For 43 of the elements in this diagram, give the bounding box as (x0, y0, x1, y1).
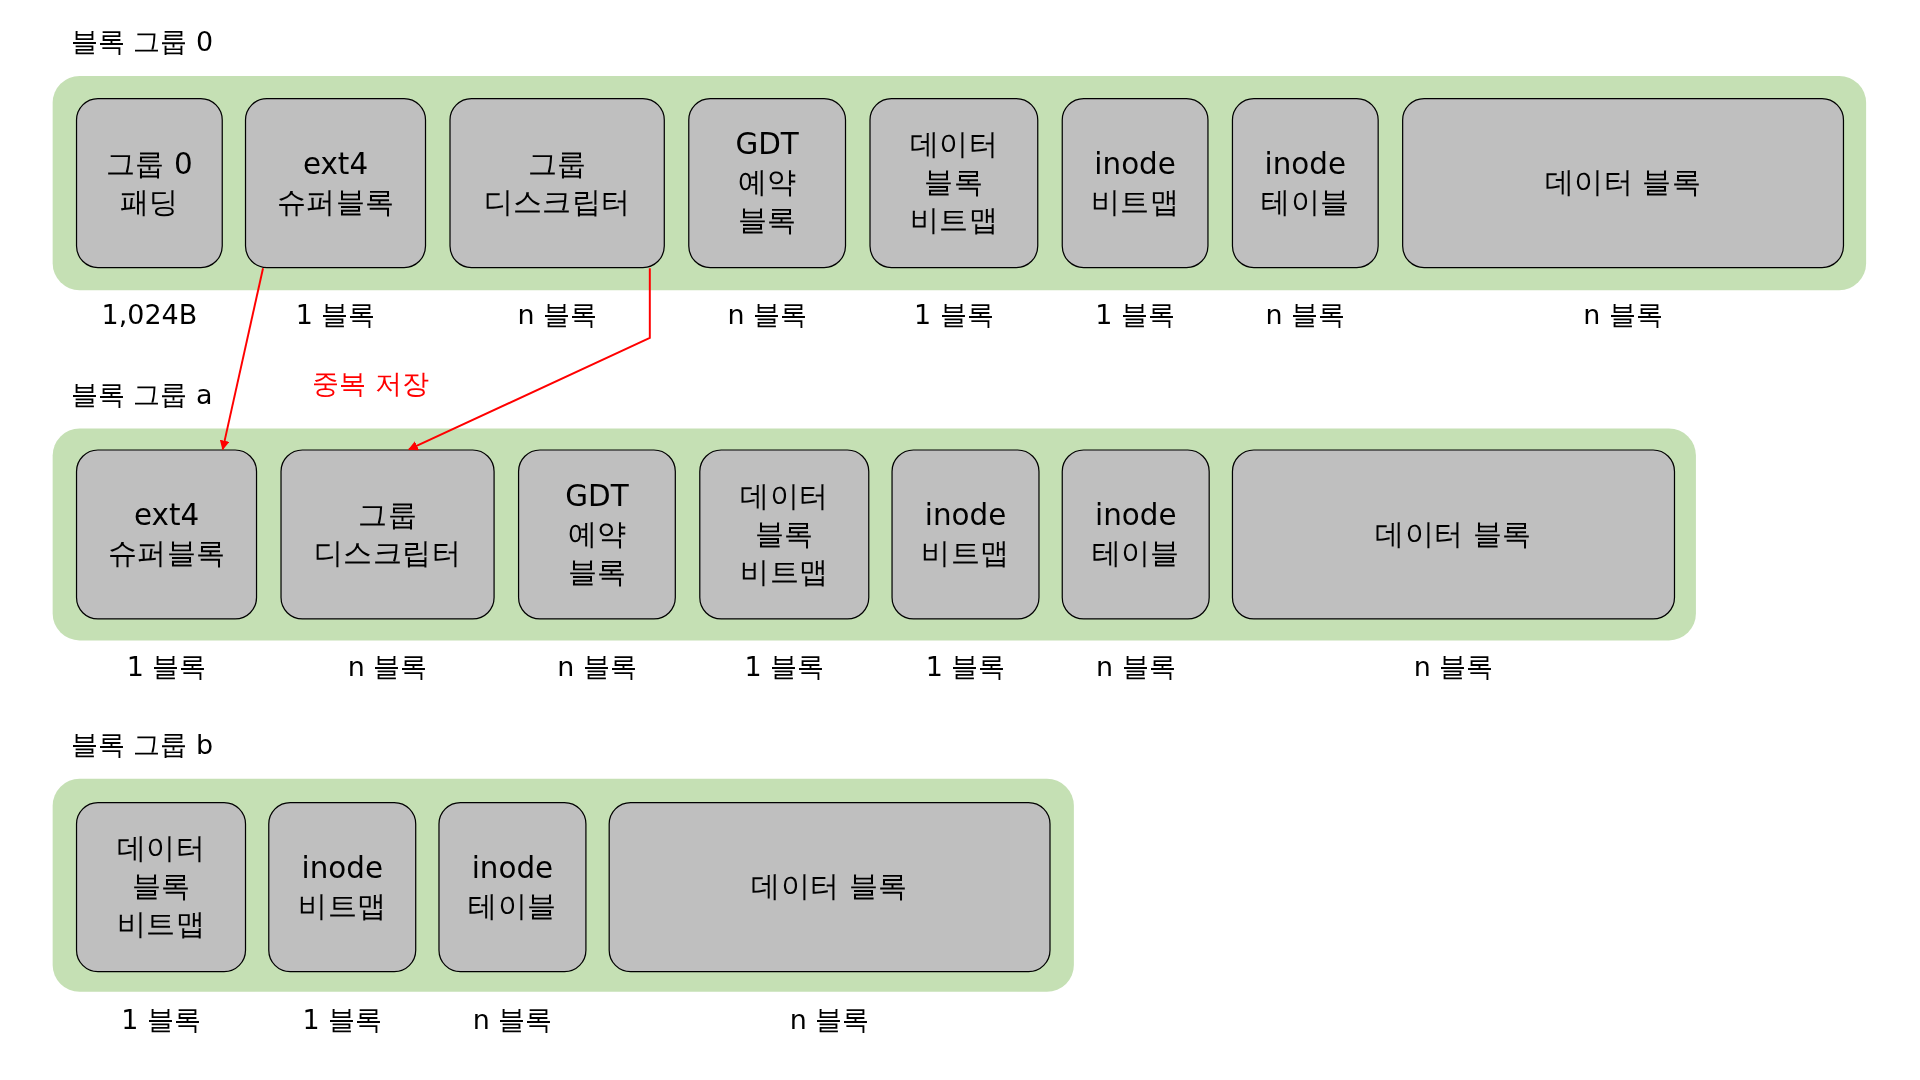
size-label: n 블록 (1583, 299, 1663, 333)
block-box: GDT 예약 블록 (517, 449, 676, 620)
size-label: 1 블록 (914, 299, 994, 333)
size-label: n 블록 (727, 299, 807, 333)
block-box: 데이터 블록 (1402, 97, 1845, 269)
size-label: n 블록 (1265, 299, 1346, 333)
block-box: 데이터 블록 비트맵 (75, 802, 247, 973)
group-heading: 블록 그룹 0 (71, 25, 214, 60)
size-label: 1 블록 (1095, 299, 1175, 333)
block-box: 그룹 디스크립터 (280, 449, 495, 620)
group-heading: 블록 그룹 b (71, 728, 213, 763)
size-label: 1 블록 (121, 1003, 201, 1037)
size-label: n 블록 (789, 1003, 870, 1037)
block-box: inode 테이블 (438, 802, 587, 973)
block-box: GDT 예약 블록 (688, 97, 847, 269)
block-box: inode 비트맵 (1061, 97, 1209, 269)
size-label: n 블록 (1413, 650, 1494, 685)
size-label: n 블록 (1095, 650, 1176, 685)
arrow (219, 267, 264, 451)
arrow (408, 267, 651, 451)
size-label: 1 블록 (302, 1003, 383, 1037)
size-label: n 블록 (517, 299, 597, 333)
block-box: inode 비트맵 (891, 449, 1040, 620)
block-box: inode 테이블 (1061, 449, 1210, 620)
size-label: 1 블록 (126, 650, 207, 685)
group-heading: 블록 그룹 a (71, 378, 213, 413)
size-label: n 블록 (472, 1003, 553, 1037)
size-label: 1,024B (101, 299, 198, 333)
block-box: ext4 슈퍼블록 (244, 97, 427, 269)
block-box: ext4 슈퍼블록 (75, 449, 258, 620)
block-box: 데이터 블록 비트맵 (699, 449, 870, 620)
size-label: 1 블록 (925, 650, 1006, 685)
block-box: inode 비트맵 (268, 802, 417, 973)
size-label: n 블록 (557, 650, 637, 685)
block-box: 데이터 블록 (1231, 449, 1676, 620)
block-box: 그룹 디스크립터 (449, 97, 665, 269)
size-label: n 블록 (347, 650, 428, 685)
block-box: 데이터 블록 비트맵 (869, 97, 1039, 269)
size-label: 1 블록 (295, 299, 376, 333)
block-box: inode 테이블 (1231, 97, 1379, 269)
block-box: 데이터 블록 (608, 802, 1051, 973)
block-box: 그룹 0 패딩 (75, 97, 223, 269)
size-label: 1 블록 (744, 650, 825, 685)
